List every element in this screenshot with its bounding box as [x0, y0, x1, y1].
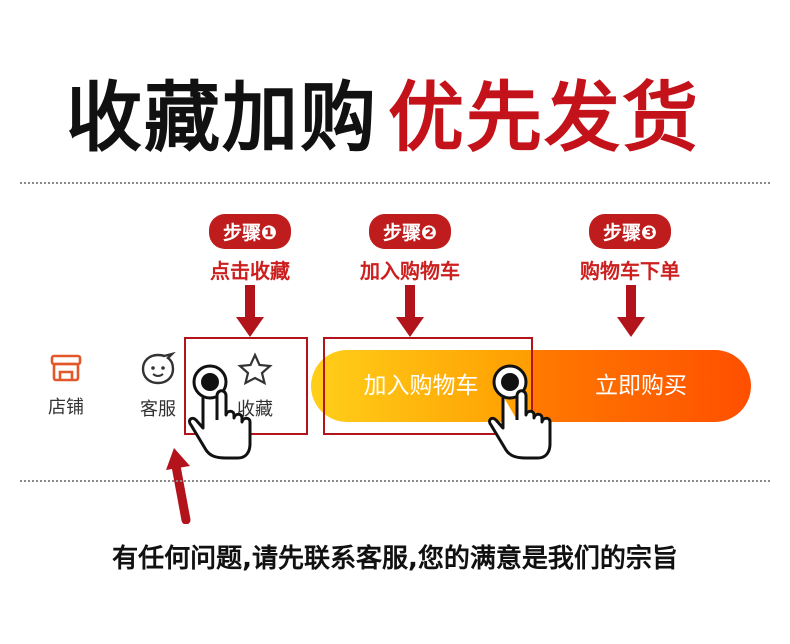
favorite-button[interactable]: 收藏: [225, 352, 285, 421]
tap-hand-icon: [188, 364, 252, 460]
buy-now-button[interactable]: 立即购买: [531, 350, 751, 422]
step-3: 步骤❸ 购物车下单: [550, 214, 710, 284]
tap-hand-icon: [488, 364, 552, 460]
arrow-down-icon: [617, 285, 645, 337]
bottom-message: 有任何问题,请先联系客服,您的满意是我们的宗旨: [112, 544, 678, 574]
arrow-down-icon: [236, 285, 264, 337]
shop-icon: [50, 354, 82, 382]
step-1-badge: 步骤❶: [208, 214, 292, 249]
headline: 收藏加购 优先发货: [0, 46, 790, 162]
chat-face-icon: [141, 351, 176, 385]
step-2-badge: 步骤❷: [368, 214, 452, 249]
arrow-up-icon: [166, 448, 191, 524]
step-1-desc: 点击收藏: [210, 259, 290, 283]
step-3-desc: 购物车下单: [580, 259, 680, 283]
favorite-label: 收藏: [237, 399, 273, 420]
step-1: 步骤❶ 点击收藏: [175, 214, 325, 284]
step-2: 步骤❷ 加入购物车: [335, 214, 485, 284]
divider-top: [20, 182, 770, 184]
step-3-badge: 步骤❸: [588, 214, 672, 249]
customer-service-button[interactable]: 客服: [128, 351, 188, 421]
headline-black: 收藏加购: [66, 73, 378, 162]
highlight-add-cart: [323, 337, 533, 435]
star-icon: [237, 352, 273, 386]
shop-label: 店铺: [48, 397, 84, 418]
headline-red: 优先发货: [388, 73, 700, 162]
step-2-desc: 加入购物车: [360, 259, 460, 283]
divider-bottom: [20, 480, 770, 482]
service-label: 客服: [140, 399, 176, 420]
arrow-down-icon: [396, 285, 424, 337]
shop-button[interactable]: 店铺: [36, 352, 96, 419]
